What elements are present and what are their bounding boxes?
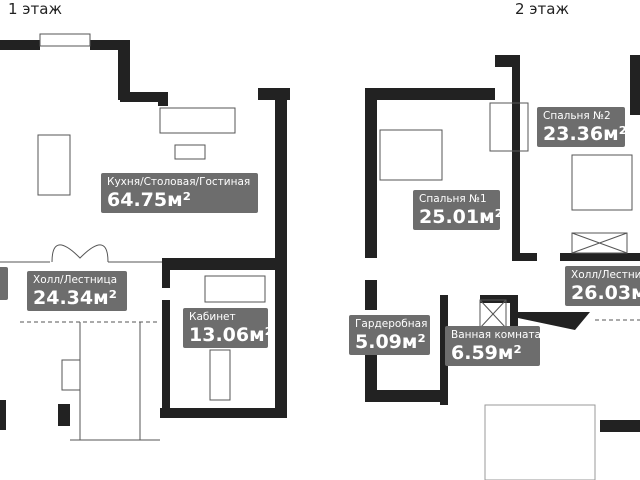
room-name: Спальня №1 [419, 193, 487, 205]
room-name: Спальня №2 [543, 110, 611, 122]
room-label-cut-off [0, 267, 8, 300]
room-name: Холл/Лестница [33, 274, 118, 286]
room-area: 23.36м² [543, 123, 627, 145]
room-label-wardrobe: Гардеробная 5.09м² [349, 315, 430, 355]
floor-2-walls [365, 55, 640, 432]
floor-1-title: 1 этаж [8, 0, 62, 18]
room-name: Холл/Лестница [571, 269, 640, 281]
room-name: Кухня/Столовая/Гостиная [107, 176, 251, 188]
room-area: 6.59м² [451, 342, 522, 364]
room-area: 26.03м² [571, 282, 640, 304]
room-area: 24.34м² [33, 287, 117, 309]
room-label-bedroom-1: Спальня №1 25.01м² [413, 190, 503, 230]
room-label-bathroom: Ванная комната 6.59м² [445, 326, 541, 366]
room-label-office: Кабинет 13.06м² [183, 308, 273, 348]
room-name: Ванная комната [451, 329, 541, 341]
room-label-hall-1: Холл/Лестница 24.34м² [27, 271, 127, 311]
room-area: 5.09м² [355, 331, 426, 353]
floor-1-details [0, 33, 266, 441]
room-name: Кабинет [189, 311, 236, 323]
room-label-bedroom-2: Спальня №2 23.36м² [537, 107, 627, 147]
room-area: 64.75м² [107, 189, 191, 211]
room-name: Гардеробная [355, 318, 428, 330]
floor-2-title: 2 этаж [515, 0, 569, 18]
room-area: 13.06м² [189, 324, 273, 346]
room-area: 25.01м² [419, 206, 503, 228]
room-label-hall-2: Холл/Лестница 26.03м² [565, 266, 640, 306]
floor-1-walls [0, 40, 290, 430]
room-label-kitchen: Кухня/Столовая/Гостиная 64.75м² [101, 173, 258, 213]
